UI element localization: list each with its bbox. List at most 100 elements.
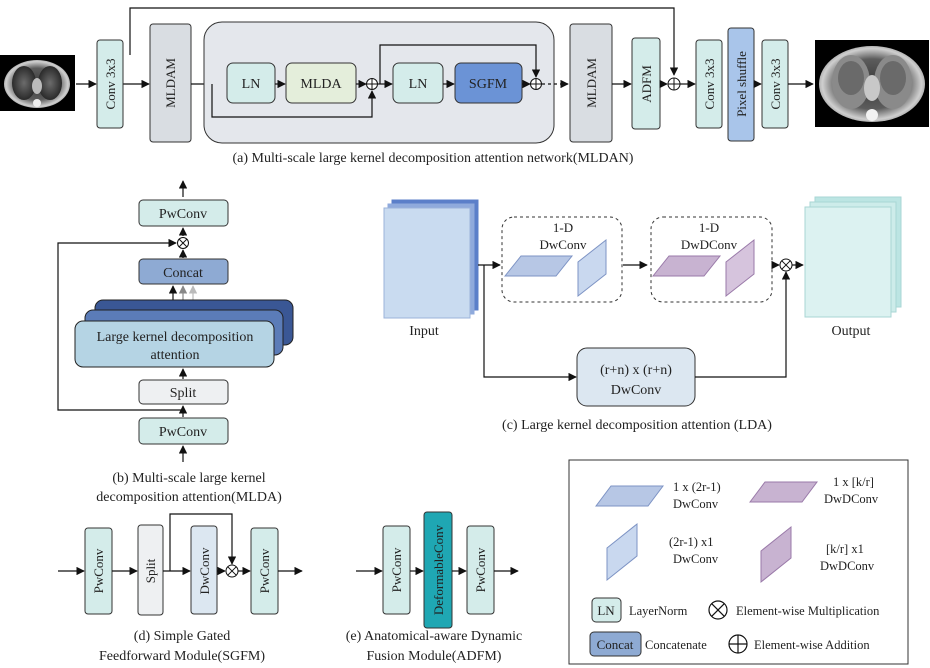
panel-b: PwConv Concat Large kernel decomposition…: [57, 180, 294, 505]
legend-item3-line1: (2r-1) x1: [669, 535, 714, 549]
legend-ln-box-label: LN: [597, 603, 615, 618]
lkda-block-front: [74, 320, 275, 368]
panel-c: Input 1-D DwConv 1-D DwDConv (r+n) x (r+…: [383, 196, 902, 433]
conv-mid-block: [695, 39, 723, 129]
dwconv-label-d: DwConv: [197, 547, 212, 594]
mldam-block-1: [149, 23, 192, 143]
panel-e-caption-line1: (e) Anatomical-aware Dynamic: [346, 629, 522, 644]
legend: 1 x (2r-1) DwConv 1 x [k/r] DwDConv (2r-…: [568, 459, 909, 665]
legend-dwd-horizontal-icon: [749, 481, 818, 503]
pwconv-block-e1: [382, 525, 411, 615]
add-node-2: [530, 78, 542, 90]
legend-item2-line2: DwDConv: [824, 492, 879, 506]
rn-label-line1: (r+n) x (r+n): [600, 363, 672, 378]
dwconv-block-d: [190, 525, 218, 615]
pwconv-bottom-block: [138, 417, 229, 445]
deformable-conv-label: DeformableConv: [431, 524, 446, 615]
panel-c-caption: (c) Large kernel decomposition attention…: [502, 418, 772, 433]
multiply-node-d: [225, 564, 239, 578]
pwconv-label-d1: PwConv: [91, 548, 106, 593]
output-label: Output: [832, 324, 871, 339]
sgfm-block: [454, 62, 523, 104]
ct-output-image: [815, 40, 929, 127]
ln-block-1: [226, 62, 276, 104]
legend-item4-line1: [k/r] x1: [826, 542, 864, 556]
dw-vertical-kernel: [577, 238, 607, 298]
panel-a-caption: (a) Multi-scale large kernel decompositi…: [233, 151, 634, 166]
concat-label: Concat: [163, 266, 203, 281]
panel-d: PwConv Split DwConv PwConv (d) Simple Ga…: [58, 513, 303, 664]
ln-label-2: LN: [409, 77, 428, 92]
dw-label-line2: DwConv: [540, 237, 587, 252]
add-node-3: [667, 77, 681, 91]
dwd-horizontal-kernel: [651, 255, 722, 277]
adfm-label: ADFM: [639, 65, 654, 103]
input-stack-front: [383, 207, 471, 319]
pwconv-label-e2: PwConv: [473, 547, 488, 592]
conv-out-label: Conv 3x3: [768, 59, 783, 110]
legend-multiply-icon: [708, 600, 728, 620]
split-block-b: [138, 379, 229, 405]
ln-label-1: LN: [242, 77, 261, 92]
legend-concat-text: Concatenate: [645, 638, 707, 652]
pwconv-label-d2: PwConv: [257, 548, 272, 593]
split-label-b: Split: [170, 386, 197, 401]
panel-d-caption-line2: Feedforward Module(SGFM): [99, 649, 265, 664]
multiply-node-c: [779, 258, 793, 272]
panel-e-caption-line2: Fusion Module(ADFM): [367, 649, 502, 664]
dw-horizontal-kernel: [503, 255, 574, 277]
legend-item1-line1: 1 x (2r-1): [673, 480, 721, 494]
panel-d-caption-line1: (d) Simple Gated: [134, 629, 230, 644]
dw-label-line1: 1-D: [553, 220, 573, 235]
ct-input-image: [0, 55, 75, 111]
legend-ln-swatch: [591, 597, 622, 623]
mldam-block-2: [569, 23, 613, 143]
pixel-shuffle-label: Pixel shuffle: [734, 51, 749, 117]
legend-item1-line2: DwConv: [673, 497, 719, 511]
split-label-d: Split: [143, 558, 158, 583]
panel-e: PwConv DeformableConv PwConv (e) Anatomi…: [346, 511, 522, 664]
conv-in-label: Conv 3x3: [103, 59, 118, 110]
legend-add-text: Element-wise Addition: [754, 638, 870, 652]
legend-dw-horizontal-icon: [595, 485, 664, 507]
ln-block-2: [392, 62, 444, 104]
dwd-vertical-kernel: [725, 238, 755, 298]
legend-add-icon: [728, 634, 748, 654]
conv-in-block: [96, 39, 124, 129]
mlda-block: [285, 62, 357, 104]
mldam-container: [203, 21, 555, 144]
pwconv-block-e2: [466, 525, 495, 615]
input-label: Input: [409, 324, 439, 339]
add-node-1: [366, 78, 378, 90]
legend-dw-vertical-icon: [606, 522, 638, 582]
legend-ln-text: LayerNorm: [629, 604, 688, 618]
multiply-node-b: [177, 237, 189, 249]
legend-dwd-vertical-icon: [760, 525, 792, 584]
sgfm-label: SGFM: [469, 77, 508, 92]
legend-concat-swatch: [589, 631, 642, 657]
split-block-d: [137, 524, 164, 616]
panel-b-caption-line2: decomposition attention(MLDA): [96, 490, 282, 505]
pwconv-top-block: [138, 199, 229, 227]
concat-block: [138, 258, 229, 285]
legend-item3-line2: DwConv: [673, 552, 719, 566]
rn-label-line2: DwConv: [611, 383, 662, 398]
pwconv-bottom-label: PwConv: [159, 425, 207, 440]
conv-mid-label: Conv 3x3: [702, 59, 717, 110]
legend-item2-line1: 1 x [k/r]: [833, 475, 874, 489]
panel-b-caption-line1: (b) Multi-scale large kernel: [112, 471, 265, 486]
output-stack-front: [804, 206, 892, 318]
legend-mult-text: Element-wise Multiplication: [736, 604, 880, 618]
legend-item4-line2: DwDConv: [820, 559, 875, 573]
dwd-label-line1: 1-D: [699, 220, 719, 235]
mldam-label-2: MLDAM: [584, 58, 599, 108]
legend-concat-box-label: Concat: [597, 637, 634, 652]
pwconv-label-e1: PwConv: [389, 547, 404, 592]
dwd-label-line2: DwDConv: [681, 237, 738, 252]
lkda-label-line1: Large kernel decomposition: [97, 330, 254, 345]
deformable-conv-block: [423, 511, 453, 629]
mldam-label-1: MLDAM: [163, 58, 178, 108]
mlda-label: MLDA: [300, 77, 342, 92]
pwconv-top-label: PwConv: [159, 207, 207, 222]
panel-a: Conv 3x3 MLDAM LN MLDA LN SGFM: [0, 7, 929, 166]
